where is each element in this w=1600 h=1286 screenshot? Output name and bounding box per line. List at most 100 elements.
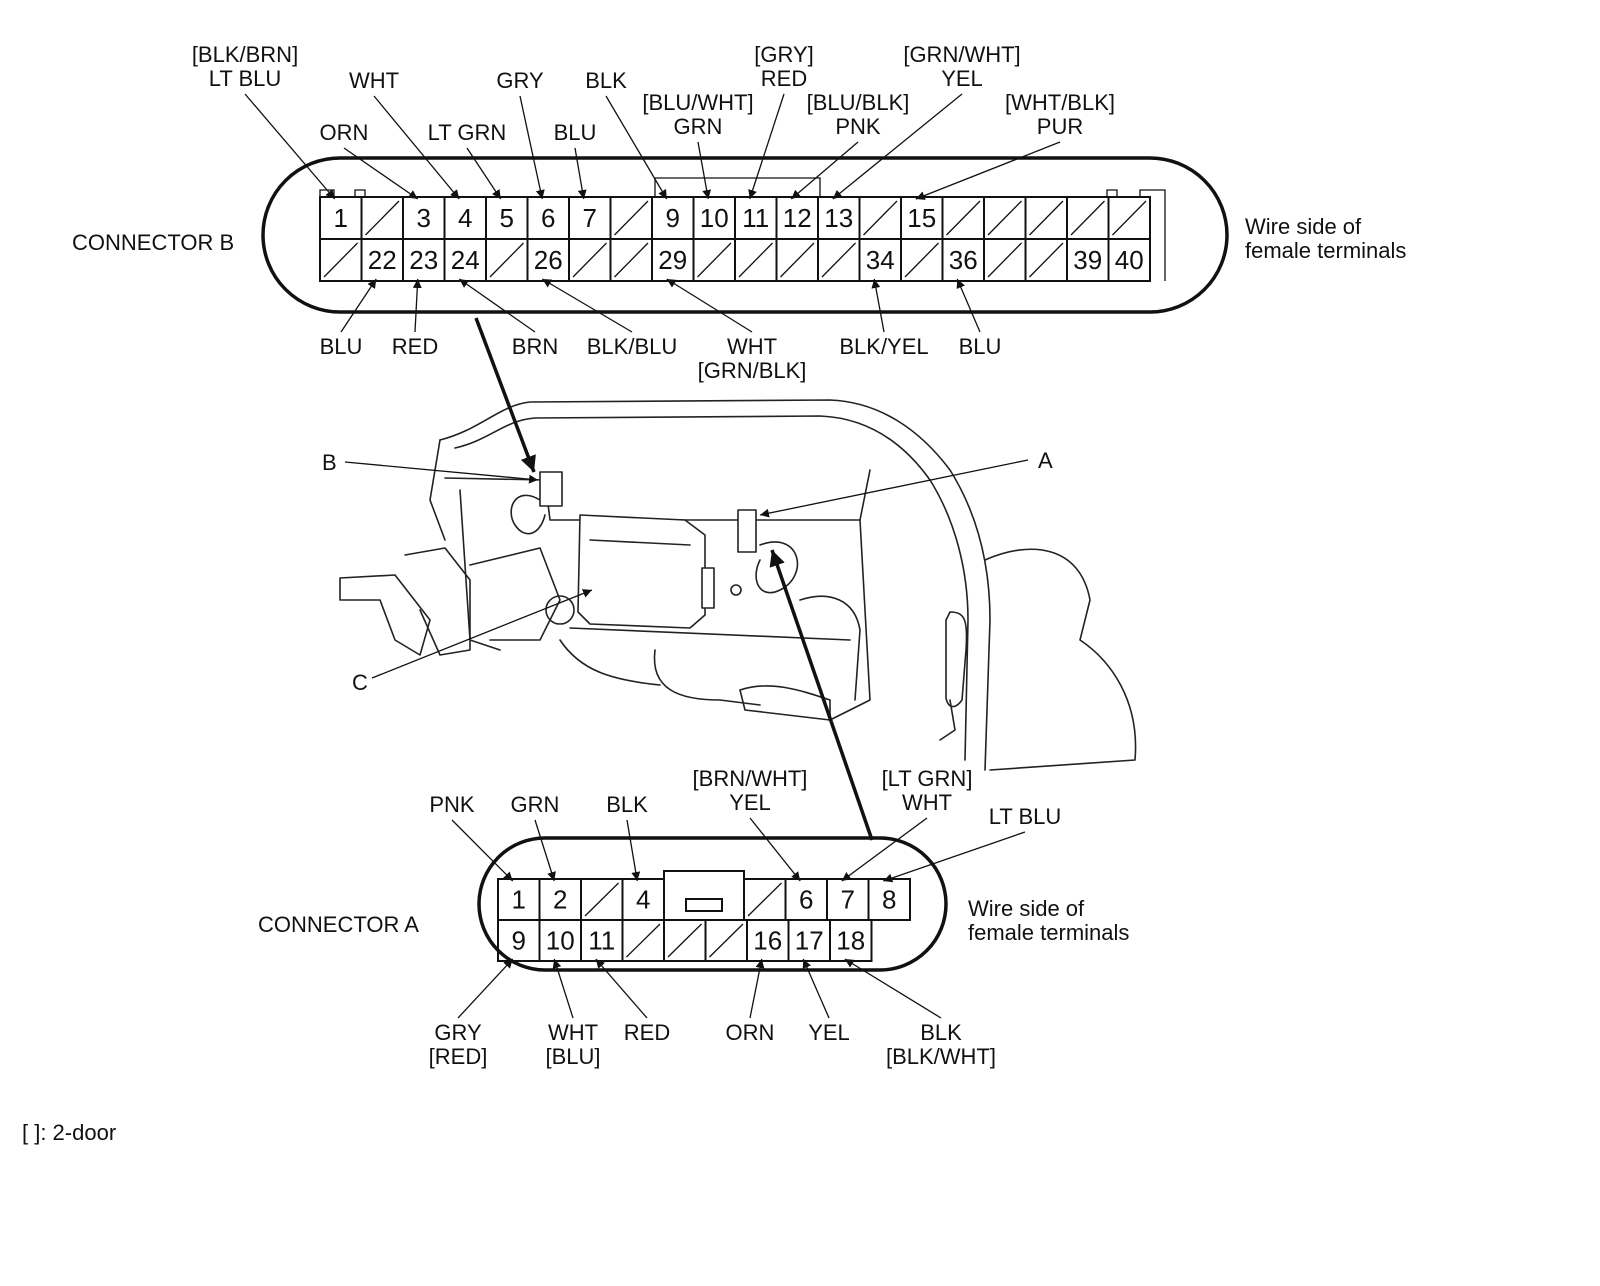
vent-tab bbox=[939, 699, 956, 741]
wire-color-label: BRN bbox=[512, 334, 558, 359]
unused-terminal-slash bbox=[747, 882, 782, 917]
connector-b-bottom-cell bbox=[1107, 238, 1151, 282]
wire-leader-arrow bbox=[466, 147, 502, 200]
unused-terminal-slash bbox=[614, 200, 649, 236]
wire-leader-arrow bbox=[340, 278, 377, 333]
connector-a-latch bbox=[685, 898, 723, 912]
connector-a-key-gap bbox=[663, 870, 745, 921]
unused-terminal-slash bbox=[626, 923, 661, 958]
connector-b-bottom-terminal-number: 29 bbox=[658, 245, 687, 275]
unused-terminal-slash bbox=[1029, 242, 1064, 278]
connector-b-top-terminal-number: 10 bbox=[700, 203, 729, 233]
wire-color-label: YEL bbox=[808, 1020, 850, 1045]
wire-color-label: BLK bbox=[606, 792, 648, 817]
wire-color-label: [GRN/WHT] bbox=[903, 42, 1020, 67]
connector-a-top-terminal-number: 6 bbox=[799, 885, 813, 915]
connector-a-bottom-terminal-number: 10 bbox=[546, 926, 575, 956]
unused-terminal-slash bbox=[489, 242, 524, 278]
connector-b-bottom-terminal-number: 22 bbox=[368, 245, 397, 275]
connector-a-bottom-terminal-number: 11 bbox=[588, 926, 615, 956]
wire-color-label: GRY bbox=[434, 1020, 482, 1045]
wire-color-label: [RED] bbox=[429, 1044, 488, 1069]
harness-loop-b bbox=[510, 494, 546, 535]
unused-terminal-slash bbox=[323, 242, 358, 278]
wire-leader-arrow bbox=[373, 95, 460, 200]
wire-color-label: RED bbox=[761, 66, 807, 91]
connector-b-bottom-terminal-number: 26 bbox=[534, 245, 563, 275]
wire-leader-arrow bbox=[871, 278, 885, 333]
connector-a-bottom-terminal-number: 17 bbox=[795, 926, 824, 956]
connector-a-title: CONNECTOR A bbox=[258, 912, 419, 937]
connector-a-body bbox=[663, 870, 745, 921]
wire-leader-arrow bbox=[844, 958, 942, 1019]
wire-color-label: BLK bbox=[920, 1020, 962, 1045]
wire-color-label: YEL bbox=[941, 66, 983, 91]
wire-leader-arrow bbox=[915, 141, 1061, 200]
wire-leader-arrow bbox=[244, 93, 336, 200]
column-bolt bbox=[545, 595, 575, 625]
callout-b-label: B bbox=[322, 450, 337, 475]
connector-a-top-terminal-number: 4 bbox=[636, 885, 650, 915]
wire-leader-arrow bbox=[605, 95, 668, 200]
wire-leader-arrow bbox=[541, 278, 633, 333]
wire-leader-arrow bbox=[574, 147, 587, 200]
column-bracket bbox=[469, 547, 561, 641]
wire-leader-arrow bbox=[697, 141, 712, 200]
connector-a-locator-arrow bbox=[769, 549, 874, 841]
dashboard-illustration: B A C bbox=[322, 317, 1137, 841]
wire-color-label: GRN bbox=[511, 792, 560, 817]
connector-b-top-terminal-number: 3 bbox=[417, 203, 431, 233]
connector-a-bottom-terminal-number: 16 bbox=[753, 926, 782, 956]
connector-b-bottom-terminal-number: 34 bbox=[866, 245, 895, 275]
connector-b-bottom-terminal-number: 24 bbox=[451, 245, 480, 275]
connector-b-bottom-terminal-number: 39 bbox=[1073, 245, 1102, 275]
wire-leader-arrow bbox=[412, 278, 422, 333]
connector-b-bottom-terminal-number: 23 bbox=[409, 245, 438, 275]
lower-bracket bbox=[739, 685, 831, 721]
wire-color-label: WHT bbox=[548, 1020, 598, 1045]
unused-terminal-slash bbox=[709, 923, 744, 958]
left-bracket bbox=[339, 574, 431, 656]
wire-color-label: LT GRN bbox=[428, 120, 507, 145]
wire-color-label: [GRY] bbox=[754, 42, 814, 67]
steering-column-mount bbox=[404, 547, 471, 656]
wire-leader-arrow bbox=[749, 817, 801, 882]
footnote-2-door: [ ]: 2-door bbox=[22, 1120, 117, 1145]
wire-leader-arrow bbox=[802, 958, 830, 1019]
unused-terminal-slash bbox=[667, 923, 702, 958]
wire-color-label: PNK bbox=[835, 114, 881, 139]
connector-a-top-terminal-number: 7 bbox=[841, 885, 855, 915]
connector-b-top-terminal-number: 5 bbox=[500, 203, 514, 233]
unused-terminal-slash bbox=[1029, 200, 1064, 236]
seat-outline bbox=[984, 548, 1137, 771]
wire-color-label: YEL bbox=[729, 790, 771, 815]
wire-color-label: [GRN/BLK] bbox=[698, 358, 807, 383]
connector-a-plug bbox=[737, 509, 757, 553]
callout-a-label: A bbox=[1038, 448, 1053, 473]
connector-b-outline bbox=[261, 156, 1229, 314]
connector-a-outline bbox=[477, 836, 948, 972]
unused-terminal-slash bbox=[821, 242, 856, 278]
wire-color-label: RED bbox=[392, 334, 438, 359]
connector-b-top-terminal-number: 9 bbox=[666, 203, 680, 233]
wire-leader-arrow bbox=[534, 819, 556, 882]
callout-a-leader bbox=[759, 459, 1029, 518]
wire-color-label: [BRN/WHT] bbox=[693, 766, 808, 791]
unused-terminal-slash bbox=[946, 200, 981, 236]
unused-terminal-slash bbox=[863, 200, 898, 236]
cross-member bbox=[569, 627, 851, 641]
connector-b-side-note-line2: female terminals bbox=[1245, 238, 1406, 263]
wire-color-label: WHT bbox=[727, 334, 777, 359]
wire-color-label: WHT bbox=[902, 790, 952, 815]
unused-terminal-slash bbox=[904, 242, 939, 278]
connector-b-top-terminal-number: 11 bbox=[742, 203, 769, 233]
connector-b-top-terminal-number: 15 bbox=[907, 203, 936, 233]
wire-color-label: [BLU/BLK] bbox=[807, 90, 910, 115]
wire-leader-arrow bbox=[841, 817, 928, 882]
connector-a-side-note-line1: Wire side of bbox=[968, 896, 1085, 921]
connector-b-top-terminal-number: 12 bbox=[783, 203, 812, 233]
connector-a-bottom-terminal-number: 9 bbox=[512, 926, 526, 956]
wire-color-label: ORN bbox=[726, 1020, 775, 1045]
